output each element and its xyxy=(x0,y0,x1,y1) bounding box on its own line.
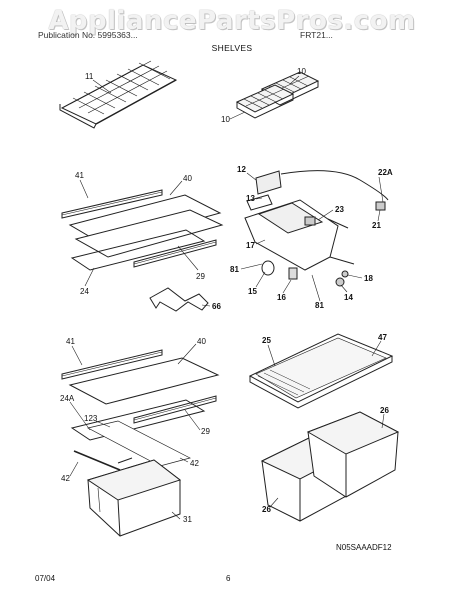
leader-lines xyxy=(69,75,385,520)
callout-41-upper: 41 xyxy=(75,171,84,180)
footer-date: 07/04 xyxy=(35,574,56,583)
callout-81-right: 81 xyxy=(315,301,324,310)
callout-14: 14 xyxy=(344,293,353,302)
callout-23: 23 xyxy=(335,205,344,214)
callout-41-lower: 41 xyxy=(66,337,75,346)
callout-24: 24 xyxy=(80,287,89,296)
callout-21: 21 xyxy=(372,221,381,230)
callout-16: 16 xyxy=(277,293,286,302)
pan-cover-part xyxy=(248,333,394,409)
callout-15: 15 xyxy=(248,287,257,296)
model-number: FRT21... xyxy=(300,30,333,40)
callout-17: 17 xyxy=(246,241,255,250)
callout-22a: 22A xyxy=(378,168,393,177)
publication-number: Publication No. 5995363... xyxy=(38,30,138,40)
diagram-code: N05SAAADF12 xyxy=(336,543,392,552)
callout-29-lower: 29 xyxy=(201,427,210,436)
callout-12: 12 xyxy=(237,165,246,174)
callout-18: 18 xyxy=(364,274,373,283)
callout-42-right: 42 xyxy=(190,459,199,468)
callout-10-top: 10 xyxy=(297,67,306,76)
page-number: 6 xyxy=(226,574,231,583)
callout-25: 25 xyxy=(262,336,271,345)
shelf-bracket-part xyxy=(149,287,209,312)
callout-11: 11 xyxy=(85,72,94,81)
callout-24a: 24A xyxy=(60,394,75,403)
callout-42-left: 42 xyxy=(61,474,70,483)
callout-13: 13 xyxy=(246,194,255,203)
lower-shelf-assembly xyxy=(61,349,220,471)
callout-26-left: 26 xyxy=(262,505,271,514)
page-title: SHELVES xyxy=(211,43,253,53)
callout-47: 47 xyxy=(378,333,387,342)
wire-rack-part xyxy=(59,60,178,129)
callout-66: 66 xyxy=(212,302,221,311)
ice-tray-lower-part xyxy=(235,84,295,119)
callout-29-upper: 29 xyxy=(196,272,205,281)
upper-shelf-assembly xyxy=(61,189,224,271)
watermark: AppliancePartsPros.com xyxy=(48,6,416,36)
callout-81-left: 81 xyxy=(230,265,239,274)
callout-10-bottom: 10 xyxy=(221,115,230,124)
callout-31: 31 xyxy=(183,515,192,524)
crisper-drawer-part xyxy=(86,459,182,537)
pan-right-part xyxy=(306,411,400,498)
callout-40-lower: 40 xyxy=(197,337,206,346)
callout-26-right: 26 xyxy=(380,406,389,415)
callout-123: 123 xyxy=(84,414,98,423)
callout-40-upper: 40 xyxy=(183,174,192,183)
ice-bucket-assembly xyxy=(244,170,389,287)
